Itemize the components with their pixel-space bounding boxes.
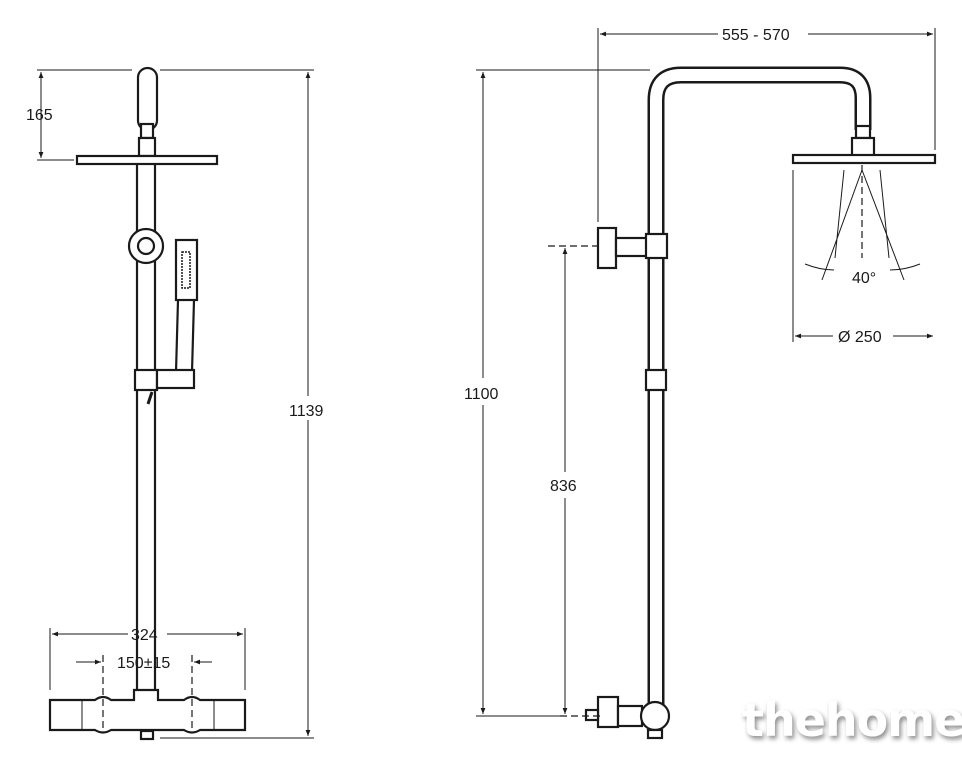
- pipe-joint: [644, 368, 668, 392]
- dim-spray-angle-label: 40°: [852, 270, 876, 287]
- slide-holder: [133, 368, 159, 392]
- wall-connector: [596, 695, 620, 729]
- dim-total-height-label: 1139: [289, 403, 324, 420]
- dim-bracket-height-label: 836: [550, 478, 577, 495]
- riser-arm-outline: [647, 66, 872, 705]
- dim-height-label: 1100: [464, 386, 499, 403]
- watermark-logo: thehome: [742, 693, 962, 747]
- thermostatic-mixer: [48, 688, 247, 734]
- top-handle: [136, 66, 159, 132]
- hand-shower: [174, 238, 199, 302]
- front-view: 165 1139 324 150±15: [26, 66, 324, 741]
- dim-mixer-width-label: 324: [131, 627, 158, 644]
- overhead-shower-head: [75, 154, 219, 166]
- pipe-clamp: [644, 232, 669, 260]
- dim-head-diameter-label: Ø 250: [838, 329, 882, 346]
- head-connector: [139, 122, 155, 140]
- dim-projection-label: 555 - 570: [722, 27, 790, 44]
- overhead-shower-head: [791, 153, 937, 165]
- hand-shower-handle: [174, 299, 196, 373]
- head-swivel: [850, 136, 876, 158]
- dim-head-height-label: 165: [26, 107, 53, 124]
- side-view: 555 - 570 1100 836 40° Ø 250: [464, 27, 937, 740]
- dim-inlet-spacing-label: 150±15: [117, 655, 170, 672]
- wall-bracket: [596, 226, 618, 270]
- mixer-connector: [639, 700, 671, 732]
- head-swivel: [137, 136, 157, 158]
